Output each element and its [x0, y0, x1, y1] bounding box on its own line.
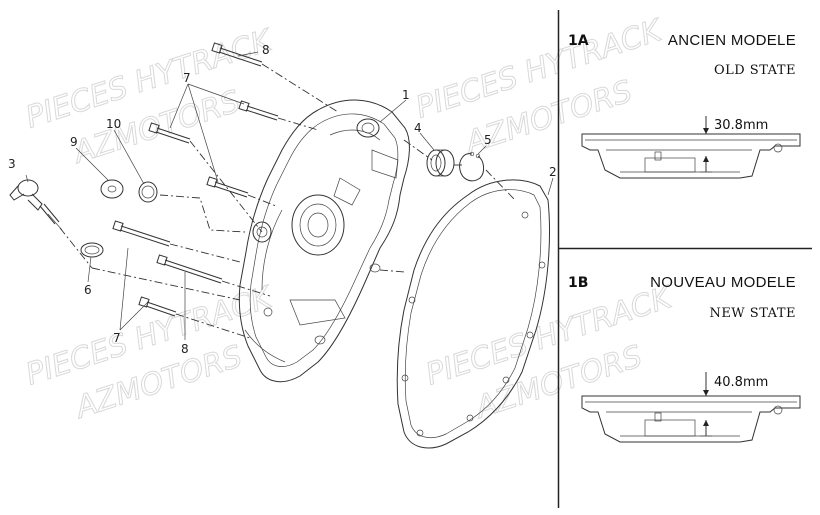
callout-5: 5 [484, 133, 492, 147]
bolt-mid [206, 176, 249, 198]
dimension-new-value: 40.8mm [714, 375, 768, 390]
dimension-new: 40.8mm [700, 372, 768, 437]
bolt-upper-short [148, 122, 191, 144]
bolt-lower-1 [112, 220, 171, 247]
oil-seal [426, 149, 455, 177]
callout-2: 2 [549, 165, 557, 179]
bolt-set [112, 42, 279, 317]
assembly-lines [91, 63, 516, 339]
o-ring [80, 242, 104, 258]
callout-4: 4 [414, 121, 422, 135]
callout-1: 1 [402, 88, 410, 102]
panel-a-title-fr: ANCIEN MODELE [668, 32, 796, 49]
crankcase-cover [238, 99, 410, 383]
bolt-upper-mid [238, 100, 279, 121]
watermark-group: PIECES HYTRACK AZMOTORS PIECES HYTRACK A… [21, 12, 678, 427]
case-section-old [581, 133, 801, 179]
case-section-new [581, 395, 801, 443]
callout-8-bottom: 8 [181, 342, 189, 356]
cover-gasket [396, 179, 550, 449]
callout-8-top: 8 [262, 43, 270, 57]
panel-b-title-fr: NOUVEAU MODELE [650, 274, 796, 291]
callout-9: 9 [70, 135, 78, 149]
panel-b-title-en: NEW STATE [709, 306, 796, 321]
callout-6: 6 [84, 283, 92, 297]
bolt-lower-2 [156, 254, 223, 284]
panel-dividers [557, 10, 812, 508]
panel-b-id: 1B [568, 275, 588, 291]
callout-10: 10 [106, 117, 121, 131]
dimension-old-value: 30.8mm [714, 118, 768, 133]
washer-9 [100, 179, 124, 199]
panel-new-state: 1B NOUVEAU MODELE NEW STATE 40.8mm [568, 274, 801, 443]
oil-dipstick [9, 179, 93, 269]
panel-a-id: 1A [568, 33, 589, 49]
circlip [459, 151, 485, 182]
bolt-upper-long [211, 42, 263, 67]
bolt-lower-3 [138, 296, 177, 317]
callout-3: 3 [8, 157, 16, 171]
panel-a-title-en: OLD STATE [714, 63, 796, 78]
leader-lines [25, 51, 554, 340]
washer-10 [138, 181, 158, 203]
dimension-old: 30.8mm [700, 116, 768, 173]
callout-7-top: 7 [183, 71, 191, 85]
callout-numbers: 1 2 3 4 5 6 7 7 8 8 9 10 [8, 43, 557, 356]
callout-7-bottom: 7 [113, 331, 121, 345]
panel-old-state: 1A ANCIEN MODELE OLD STATE 30.8mm [568, 32, 801, 179]
